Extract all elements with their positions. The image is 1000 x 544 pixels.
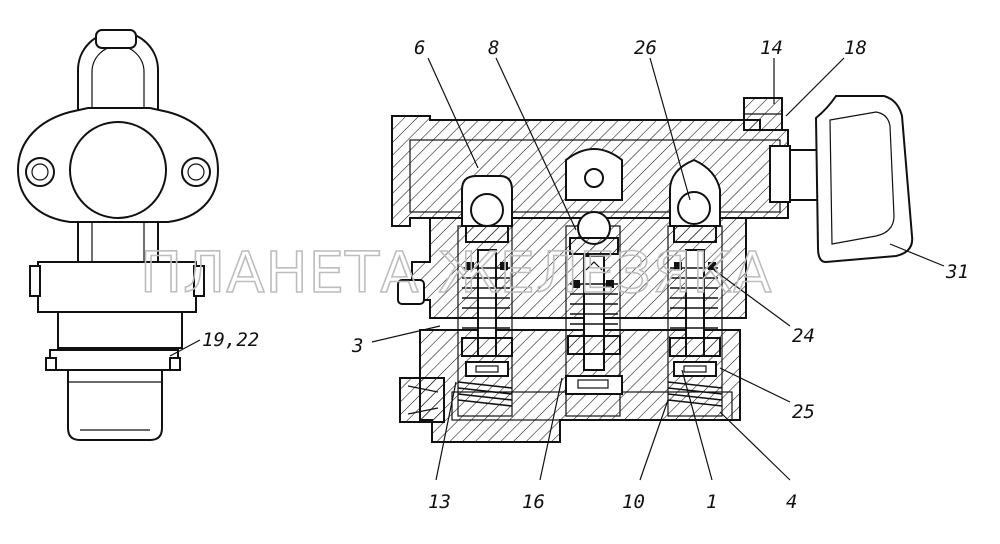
callout-19-22: 19,22 [202, 329, 259, 351]
callout-4: 4 [786, 491, 797, 513]
callout-26: 26 [634, 37, 657, 59]
callout-8: 8 [488, 37, 499, 59]
callout-10: 10 [622, 491, 645, 513]
section-view [391, 95, 914, 443]
callout-24: 24 [792, 325, 815, 347]
side-view [16, 29, 220, 441]
leader-lines [169, 57, 945, 481]
callout-18: 18 [844, 37, 867, 59]
callout-13: 13 [428, 491, 451, 513]
callout-14: 14 [760, 37, 783, 59]
callout-25: 25 [792, 401, 815, 423]
watermark-text: ПЛАНЕТА ЖЕЛЕЗЯКА [140, 241, 772, 306]
callout-3: 3 [351, 335, 363, 357]
callout-31: 31 [945, 261, 969, 283]
callout-16: 16 [522, 491, 545, 513]
callout-1: 1 [706, 491, 717, 513]
callout-6: 6 [414, 37, 425, 59]
